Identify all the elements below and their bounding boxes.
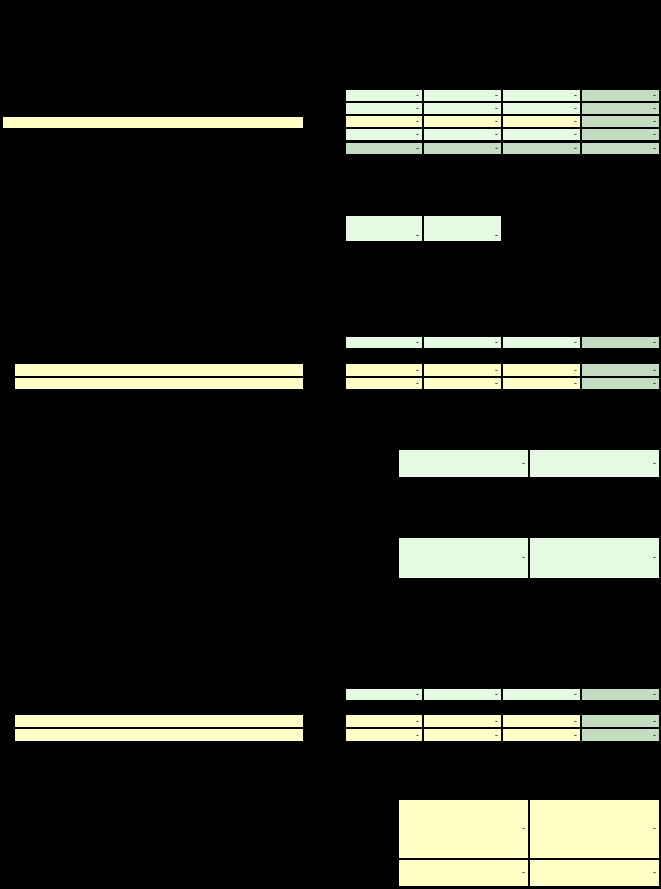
s2-row-label-0[interactable] — [14, 363, 304, 377]
s1-pair-cell-1[interactable]: - — [423, 215, 502, 242]
s3-cell-r0-c1[interactable]: - — [423, 714, 502, 728]
s2-row-label-1[interactable] — [14, 377, 304, 390]
s3-box-top-left[interactable]: - — [398, 799, 529, 859]
s3-box-bottom-right[interactable]: - — [529, 859, 660, 887]
s1-cell-r2-c1[interactable]: - — [423, 115, 502, 128]
s3-header-c2[interactable]: - — [502, 688, 581, 701]
s3-header-c0[interactable]: - — [345, 688, 423, 701]
s3-row-label-1[interactable] — [14, 728, 304, 742]
s3-cell-r1-c1[interactable]: - — [423, 728, 502, 742]
s2-total-r1: - — [581, 377, 660, 390]
s2-header-total: - — [581, 336, 660, 349]
s1-cell-r1-c1[interactable]: - — [423, 102, 502, 115]
s1-cell-r1-c0[interactable]: - — [345, 102, 423, 115]
s1-total-c2: - — [502, 142, 581, 155]
s2-box-a-left[interactable]: - — [398, 449, 529, 478]
s1-cell-r0-c2[interactable]: - — [502, 89, 581, 102]
s3-header-total: - — [581, 688, 660, 701]
s1-total-r3: - — [581, 128, 660, 141]
s3-cell-r1-c0[interactable]: - — [345, 728, 423, 742]
s2-cell-r0-c2[interactable]: - — [502, 363, 581, 377]
s2-cell-r1-c1[interactable]: - — [423, 377, 502, 390]
s3-total-r1: - — [581, 728, 660, 742]
s1-total-c0: - — [345, 142, 423, 155]
s1-cell-r0-c0[interactable]: - — [345, 89, 423, 102]
s2-cell-r0-c0[interactable]: - — [345, 363, 423, 377]
s1-total-r2: - — [581, 115, 660, 128]
s1-cell-r3-c2[interactable]: - — [502, 128, 581, 141]
s3-total-r0: - — [581, 714, 660, 728]
s2-box-a-right[interactable]: - — [529, 449, 660, 478]
s1-row-label[interactable] — [2, 116, 304, 129]
s3-box-bottom-left[interactable]: - — [398, 859, 529, 887]
s1-cell-r2-c2[interactable]: - — [502, 115, 581, 128]
s2-header-c2[interactable]: - — [502, 336, 581, 349]
s3-row-label-0[interactable] — [14, 714, 304, 728]
s2-box-b-left[interactable]: - — [398, 537, 529, 579]
s1-total-c1: - — [423, 142, 502, 155]
s1-cell-r2-c0[interactable]: - — [345, 115, 423, 128]
s3-box-top-right[interactable]: - — [529, 799, 660, 859]
s3-header-c1[interactable]: - — [423, 688, 502, 701]
s2-total-r0: - — [581, 363, 660, 377]
s1-total-r1: - — [581, 102, 660, 115]
s3-cell-r1-c2[interactable]: - — [502, 728, 581, 742]
s2-cell-r0-c1[interactable]: - — [423, 363, 502, 377]
s1-total-r0: - — [581, 89, 660, 102]
s1-pair-cell-0[interactable]: - — [345, 215, 423, 242]
s1-cell-r3-c1[interactable]: - — [423, 128, 502, 141]
s1-cell-r1-c2[interactable]: - — [502, 102, 581, 115]
s1-cell-r0-c1[interactable]: - — [423, 89, 502, 102]
s2-box-b-right[interactable]: - — [529, 537, 660, 579]
s3-cell-r0-c0[interactable]: - — [345, 714, 423, 728]
s2-header-c0[interactable]: - — [345, 336, 423, 349]
s1-cell-r3-c0[interactable]: - — [345, 128, 423, 141]
s2-header-c1[interactable]: - — [423, 336, 502, 349]
s3-cell-r0-c2[interactable]: - — [502, 714, 581, 728]
s2-cell-r1-c0[interactable]: - — [345, 377, 423, 390]
s1-grand-total: - — [581, 142, 660, 155]
s2-cell-r1-c2[interactable]: - — [502, 377, 581, 390]
